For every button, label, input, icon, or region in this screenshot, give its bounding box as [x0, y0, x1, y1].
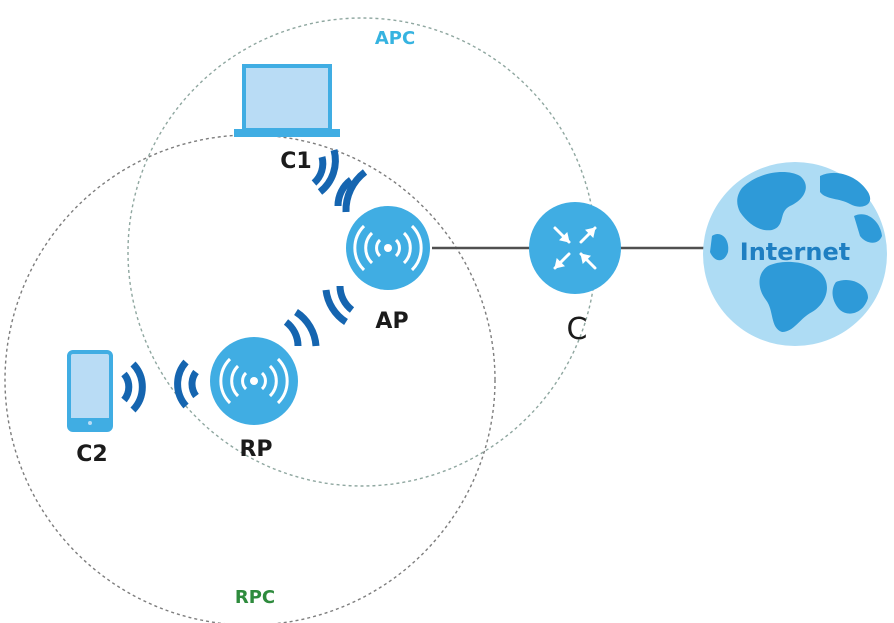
- c2-label: C2: [76, 442, 107, 467]
- signal-waves-c2-rp: [121, 359, 199, 413]
- internet-label: Internet: [740, 238, 850, 266]
- apc-label: APC: [375, 28, 415, 49]
- c-label: C: [567, 312, 588, 347]
- phone-icon: [67, 350, 113, 432]
- rp-label: RP: [239, 437, 272, 462]
- signal-waves-c1-ap: [311, 149, 368, 213]
- c1-label: C1: [280, 149, 311, 174]
- signal-waves-ap-rp: [283, 285, 355, 347]
- ap-label: AP: [375, 309, 408, 334]
- laptop-icon: [234, 64, 340, 137]
- globe-icon: [703, 162, 887, 346]
- rpc-label: RPC: [235, 587, 275, 608]
- access-point-icon: [346, 206, 430, 290]
- router-icon: [529, 202, 621, 294]
- repeater-icon: [210, 337, 298, 425]
